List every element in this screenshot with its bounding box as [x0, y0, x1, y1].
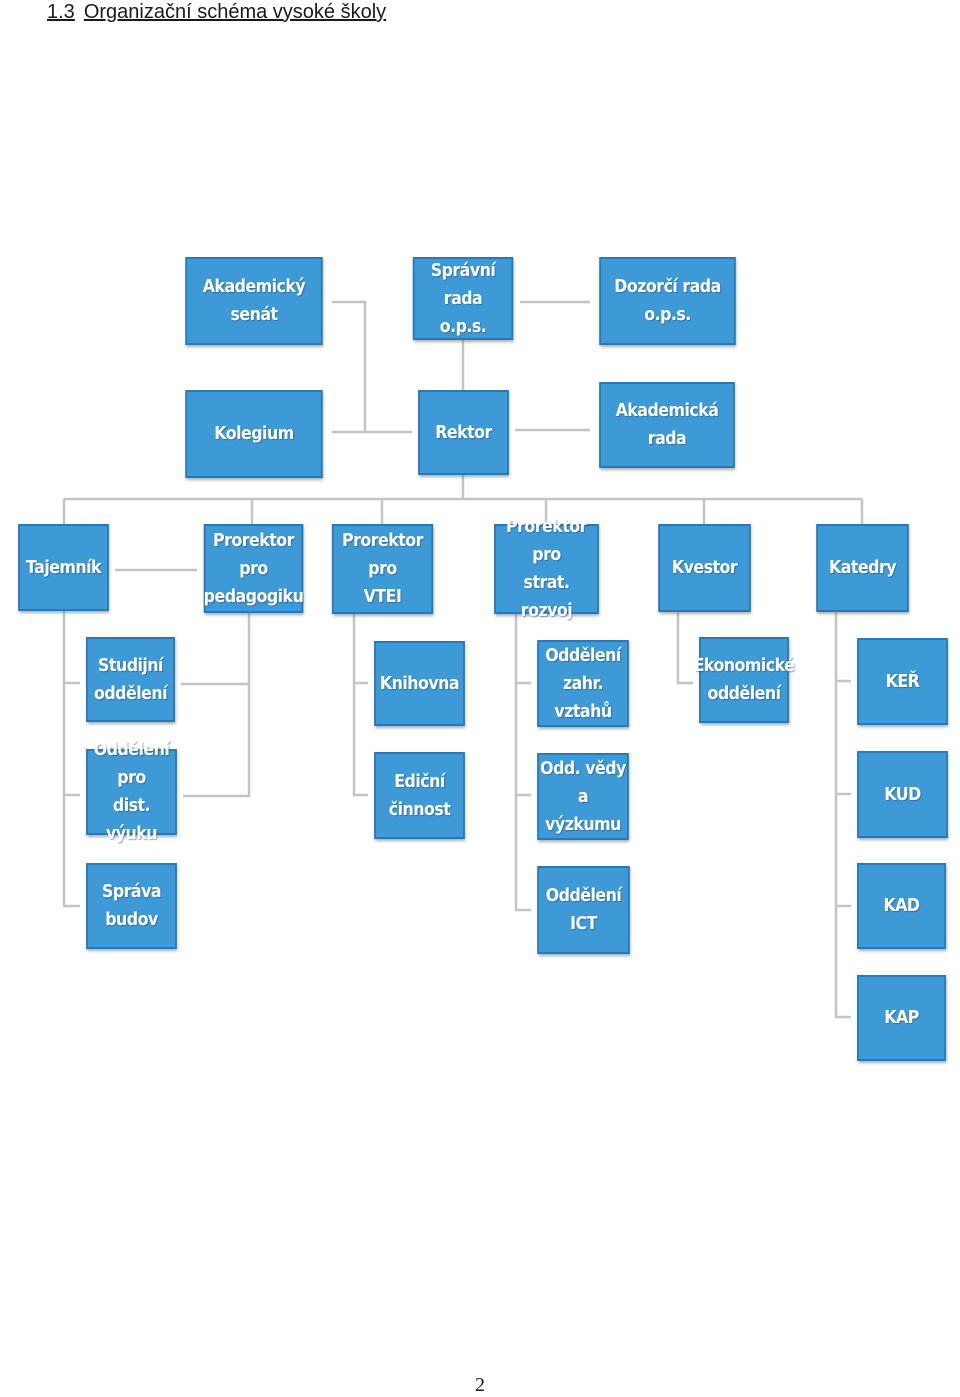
- node-kud: KUD: [857, 751, 948, 838]
- node-kvestor: Kvestor: [658, 524, 751, 612]
- node-akademicky-senat: Akademický senát: [185, 257, 323, 345]
- node-ker: KEŘ: [857, 638, 948, 725]
- node-oddeleni-ict: Oddělení ICT: [537, 866, 630, 954]
- node-prorektor-strat: Prorektor pro strat. rozvoj: [494, 516, 599, 621]
- node-oddeleni-zahr-vztahu: Oddělení zahr. vztahů: [537, 640, 629, 727]
- node-katedry: Katedry: [816, 524, 909, 612]
- node-odd-vedy-vyzkumu: Odd. vědy a výzkumu: [537, 753, 629, 840]
- node-oddeleni-dist-vyuku: Oddělení pro dist. výuku: [86, 739, 177, 844]
- node-studijni-oddeleni: Studijní oddělení: [86, 637, 175, 722]
- section-number: 1.3: [47, 1, 75, 23]
- node-tajemnik: Tajemník: [18, 524, 109, 611]
- section-title: Organizační schéma vysoké školy: [83, 1, 387, 23]
- node-akademicka-rada: Akademická rada: [599, 382, 735, 468]
- node-rektor: Rektor: [418, 390, 509, 475]
- node-prorektor-vtei: Prorektor pro VTEI: [331, 524, 434, 614]
- page-number: 2: [475, 1374, 485, 1396]
- node-kolegium: Kolegium: [185, 390, 323, 478]
- node-ekonomicke-oddeleni: Ekonomické oddělení: [694, 637, 795, 723]
- node-kap: KAP: [857, 975, 946, 1061]
- node-sprava-budov: Správa budov: [86, 863, 177, 949]
- page-title: 1.3 Organizační schéma vysoké školy: [47, 0, 386, 24]
- node-knihovna: Knihovna: [374, 641, 465, 726]
- node-prorektor-pedagogiku: Prorektor pro pedagogiku: [204, 524, 304, 613]
- node-kad: KAD: [857, 863, 946, 949]
- node-spravni-rada: Správní rada o.p.s.: [412, 257, 514, 340]
- node-edicni-cinnost: Ediční činnost: [374, 752, 465, 839]
- node-dozorci-rada: Dozorčí rada o.p.s.: [599, 257, 736, 345]
